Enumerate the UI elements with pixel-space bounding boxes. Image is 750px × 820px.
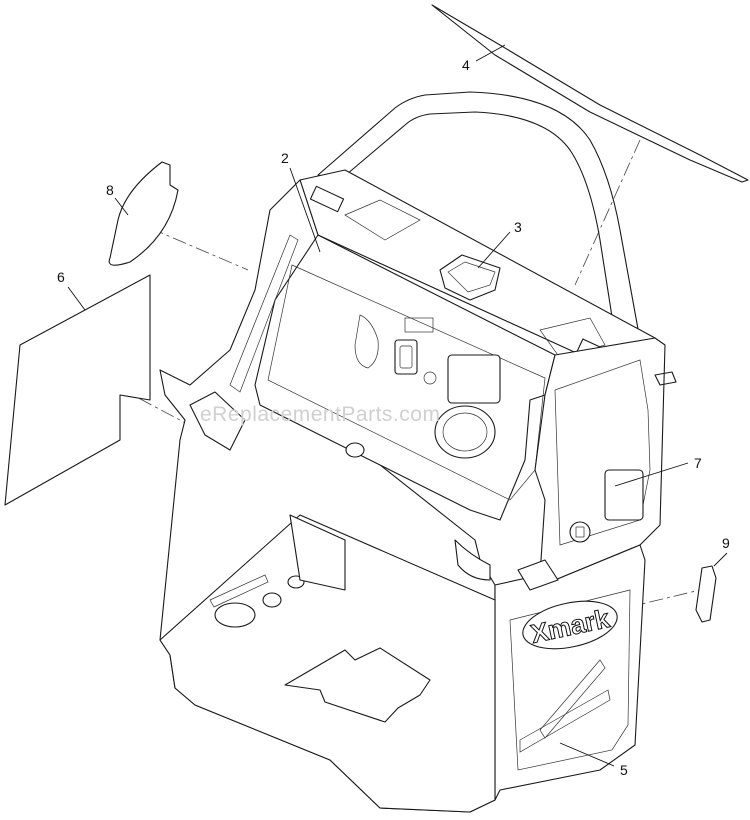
panel-hole — [345, 442, 365, 458]
hook-right — [454, 539, 491, 581]
callout-8: 8 — [106, 182, 114, 198]
right-decal-7 — [554, 359, 651, 546]
rear-bracket — [289, 514, 346, 591]
top-decal-left — [344, 199, 421, 241]
front-stripe-2 — [539, 659, 606, 739]
leader-5 — [559, 742, 615, 767]
centerline-4 — [574, 139, 641, 286]
leader-4 — [475, 44, 506, 62]
callout-9: 9 — [722, 535, 730, 551]
callout-5: 5 — [620, 762, 628, 778]
top-decal-right — [539, 317, 606, 359]
front-decal-5 — [509, 589, 631, 771]
floor-hole-1 — [214, 602, 256, 628]
part-8-guard — [108, 161, 179, 266]
hook-corner — [517, 559, 559, 591]
left-rail — [229, 234, 299, 393]
callout-3: 3 — [514, 219, 522, 235]
key-switch — [394, 339, 418, 375]
right-knob — [569, 521, 591, 543]
fuel-cap — [434, 405, 496, 459]
indicator-light — [423, 371, 437, 385]
part-4-strip — [431, 4, 749, 183]
top-slot-left — [309, 185, 345, 213]
decal-7-block — [604, 469, 644, 521]
centerline-8 — [149, 227, 249, 271]
right-knob-square — [575, 526, 585, 538]
front-stripe — [519, 689, 611, 753]
watermark: eReplacementParts.com — [200, 403, 440, 426]
floor-cutout — [284, 647, 431, 723]
front-brace — [189, 391, 246, 451]
control-panel-inner — [267, 264, 546, 501]
key-switch-inner — [399, 345, 413, 369]
logo-oval — [522, 600, 618, 650]
hour-meter — [447, 354, 501, 404]
panel-label — [404, 317, 434, 333]
axle-stub — [654, 371, 677, 386]
throttle-grip — [447, 261, 496, 293]
floor-hole-2 — [262, 592, 282, 608]
leader-9 — [713, 552, 728, 567]
callout-4: 4 — [462, 57, 470, 73]
fuel-cap-inner — [442, 412, 488, 452]
leader-6 — [67, 286, 86, 311]
leader-8 — [114, 197, 129, 216]
callout-6: 6 — [57, 269, 65, 285]
leader-7 — [614, 462, 689, 487]
choke-lever — [354, 314, 379, 369]
throttle-housing — [439, 254, 501, 301]
leader-3 — [477, 231, 511, 269]
callout-7: 7 — [694, 455, 702, 471]
leader-2 — [289, 167, 321, 253]
floor-bracket — [209, 574, 269, 608]
part-6-plate — [4, 274, 151, 506]
part-9-tab — [695, 565, 717, 623]
callout-2: 2 — [281, 150, 289, 166]
